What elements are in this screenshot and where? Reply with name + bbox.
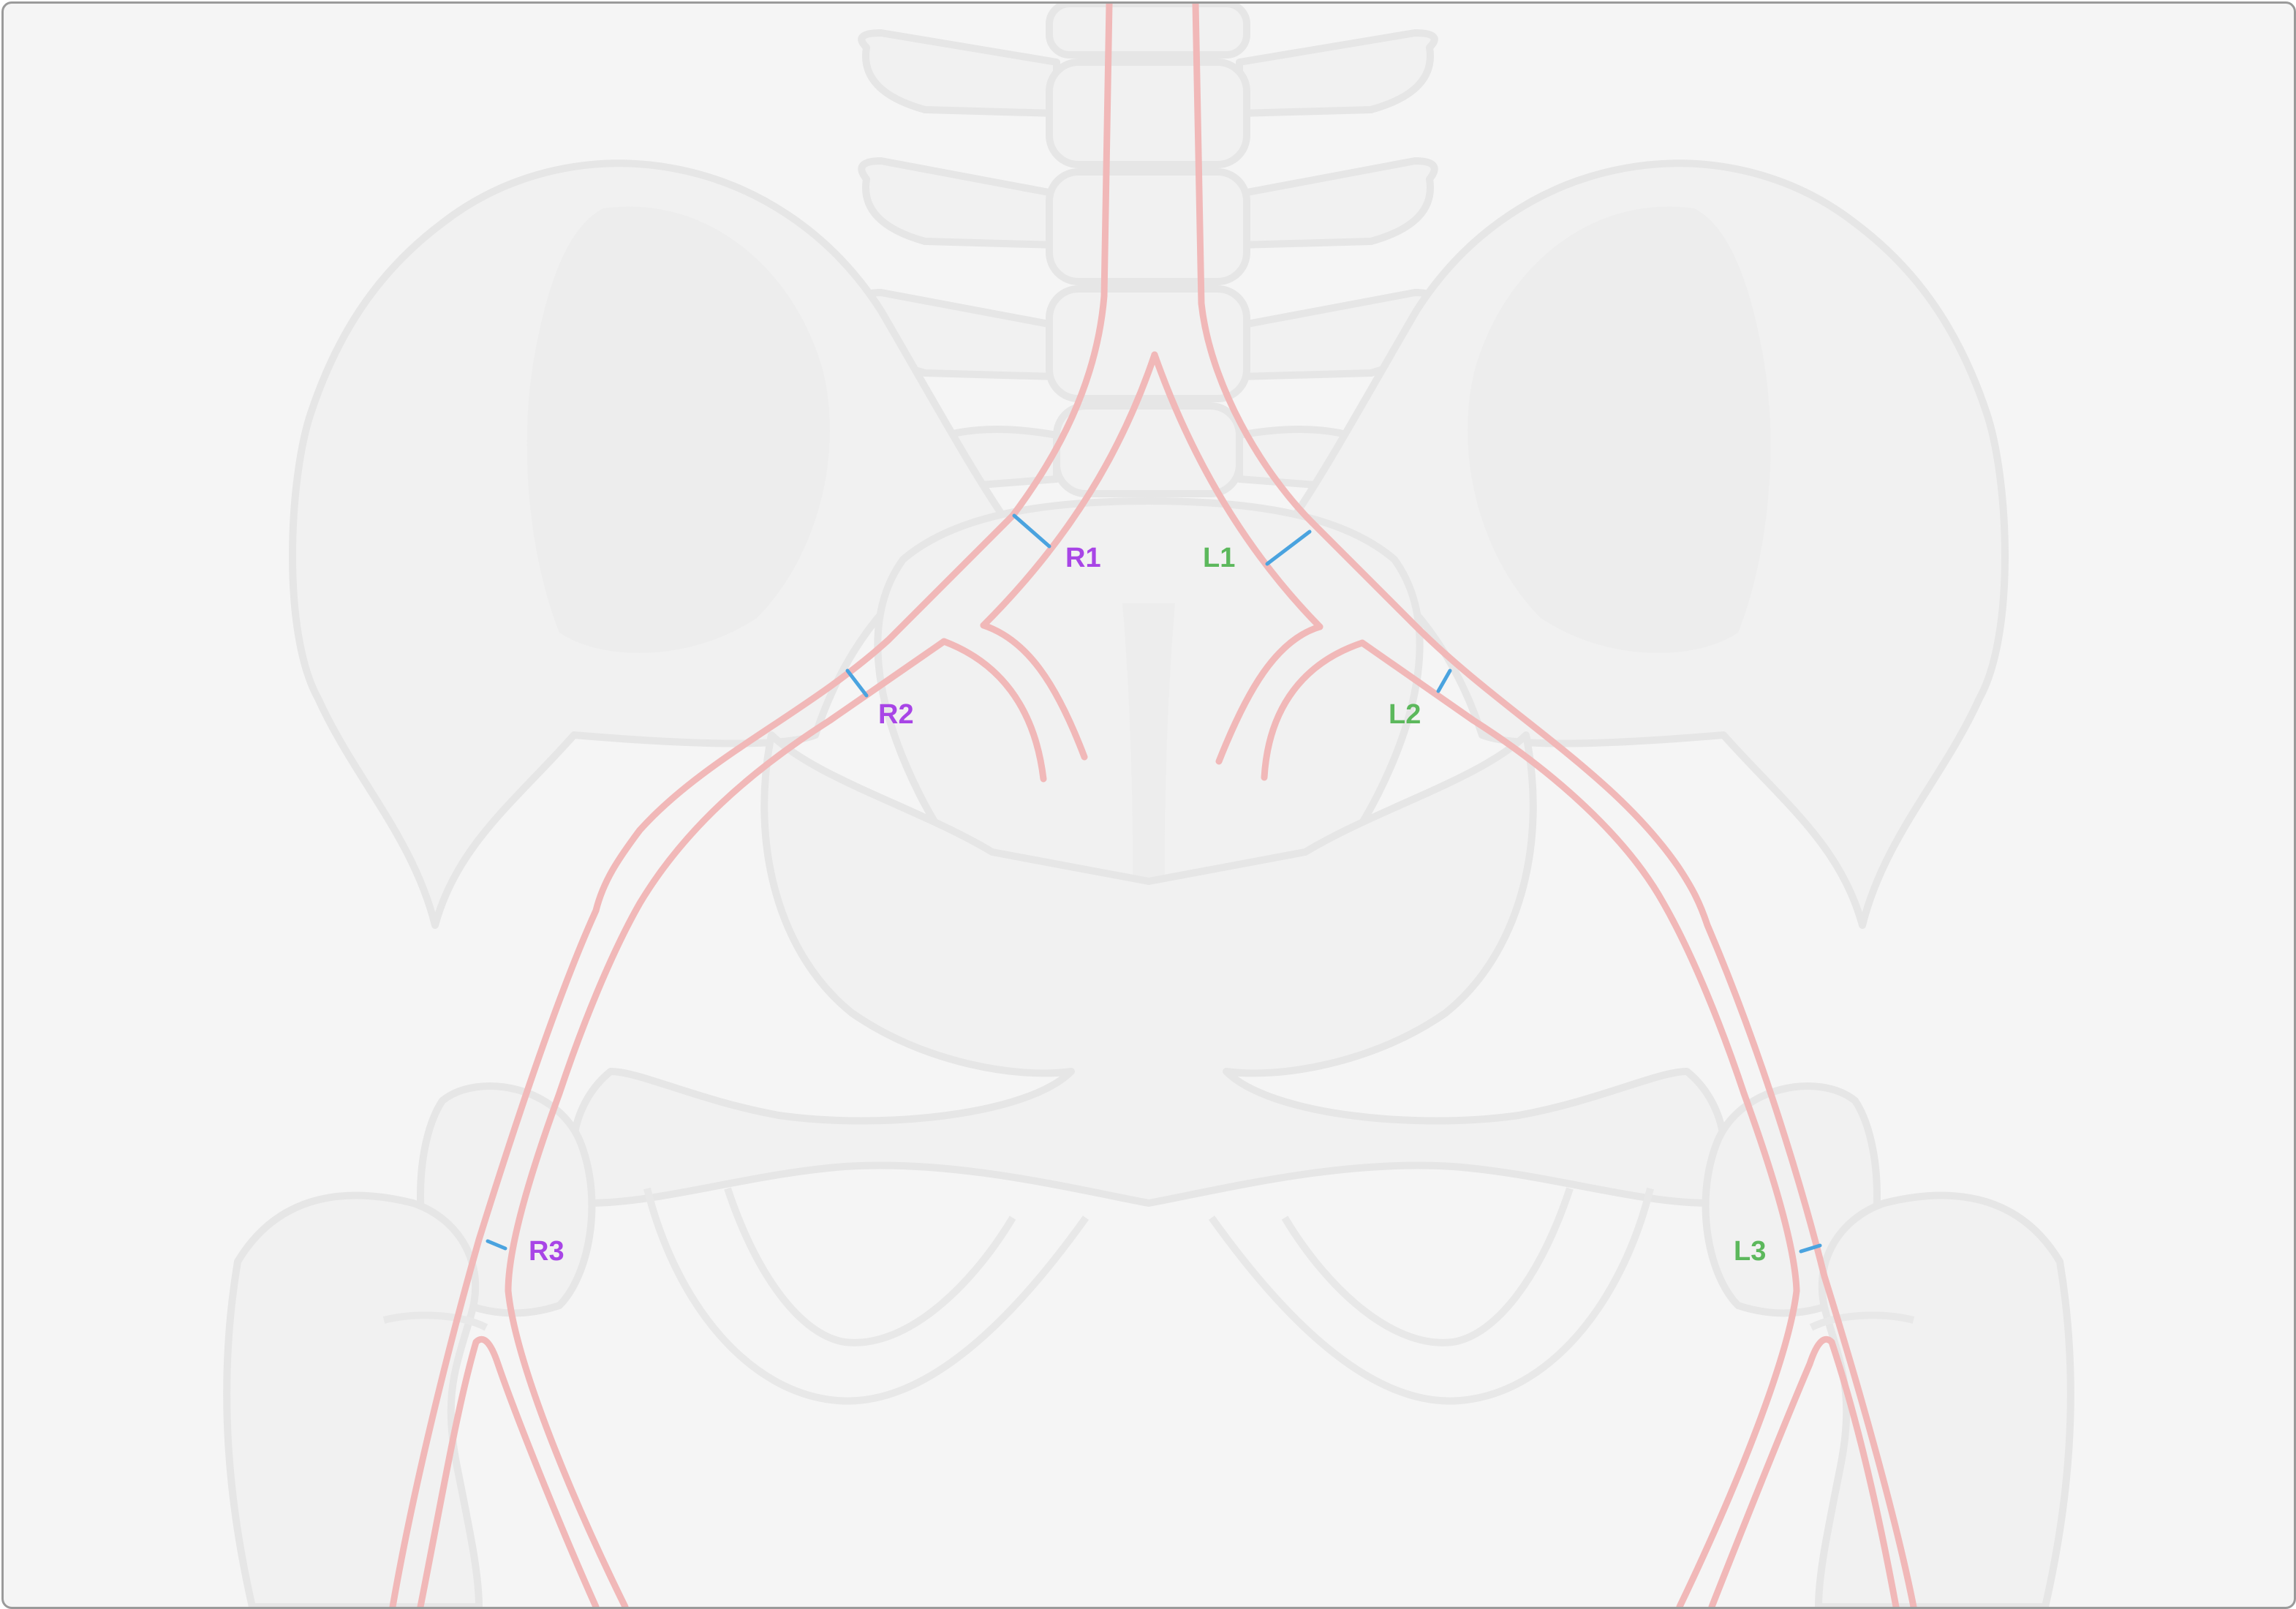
right-iliac-inner-wall	[980, 351, 1158, 629]
label-r2: R2	[878, 699, 914, 730]
right-femoral-branch	[417, 1335, 600, 1607]
left-trochanter-line	[1809, 1311, 1915, 1331]
left-iliac-inner-wall	[1151, 351, 1323, 630]
transverse-process-2r	[858, 157, 1060, 249]
measurement-labels: R1 R2 R3 L1 L2 L3	[529, 543, 1766, 1267]
label-r3: R3	[529, 1236, 564, 1267]
left-internal-iliac-branch	[1215, 623, 1323, 765]
label-l1: L1	[1203, 543, 1235, 573]
arterial-tree	[389, 4, 1917, 1607]
marker-l1	[1265, 530, 1312, 566]
right-obturator-inner	[724, 1187, 1016, 1346]
transverse-process-2l	[1236, 157, 1438, 249]
left-femoral-branch	[1708, 1335, 1900, 1607]
left-femoral-shaft	[1815, 1191, 2074, 1607]
marker-l2	[1436, 668, 1452, 693]
transverse-process-1l	[1236, 29, 1438, 117]
measurement-markers	[486, 513, 1822, 1254]
marker-l3	[1799, 1243, 1822, 1254]
right-iliac-outer-wall	[389, 512, 1016, 1607]
right-femoral-outer	[505, 1287, 629, 1607]
pelvic-vessel-diagram: R1 R2 R3 L1 L2 L3	[223, 4, 2074, 1607]
right-trochanter-line	[382, 1311, 488, 1331]
vertebra-3	[1046, 168, 1250, 285]
left-external-iliac-inner-wall	[1359, 639, 1800, 1295]
left-iliac-fossa	[1468, 206, 1771, 653]
left-femoral-outer	[1676, 1287, 1800, 1607]
right-femoral-shaft	[223, 1191, 483, 1607]
left-femur	[1702, 1082, 2074, 1607]
marker-r3	[486, 1239, 507, 1251]
left-obturator-inner	[1281, 1187, 1574, 1346]
left-internal-iliac-inner	[1261, 639, 1366, 781]
right-obturator-ring	[643, 1187, 1090, 1405]
right-iliac-fossa	[526, 206, 830, 653]
right-internal-iliac-inner	[940, 638, 1047, 783]
aorta-right-wall	[1009, 4, 1113, 519]
left-obturator-ring	[1208, 1187, 1654, 1405]
vertebra-1	[1046, 4, 1250, 59]
right-external-iliac-inner-wall	[505, 638, 948, 1295]
aorta-left-wall	[1192, 4, 1316, 527]
marker-r2	[845, 668, 869, 698]
pelvic-brim	[569, 731, 1729, 1207]
transverse-process-1r	[858, 29, 1060, 117]
left-iliac-outer-wall	[1309, 519, 1917, 1607]
vertebra-2	[1046, 59, 1250, 168]
label-l3: L3	[1734, 1236, 1766, 1267]
label-l2: L2	[1389, 699, 1421, 730]
label-r1: R1	[1065, 543, 1101, 573]
marker-r1	[1012, 513, 1051, 549]
skeleton	[223, 4, 2074, 1607]
right-internal-iliac-branch	[980, 622, 1088, 761]
